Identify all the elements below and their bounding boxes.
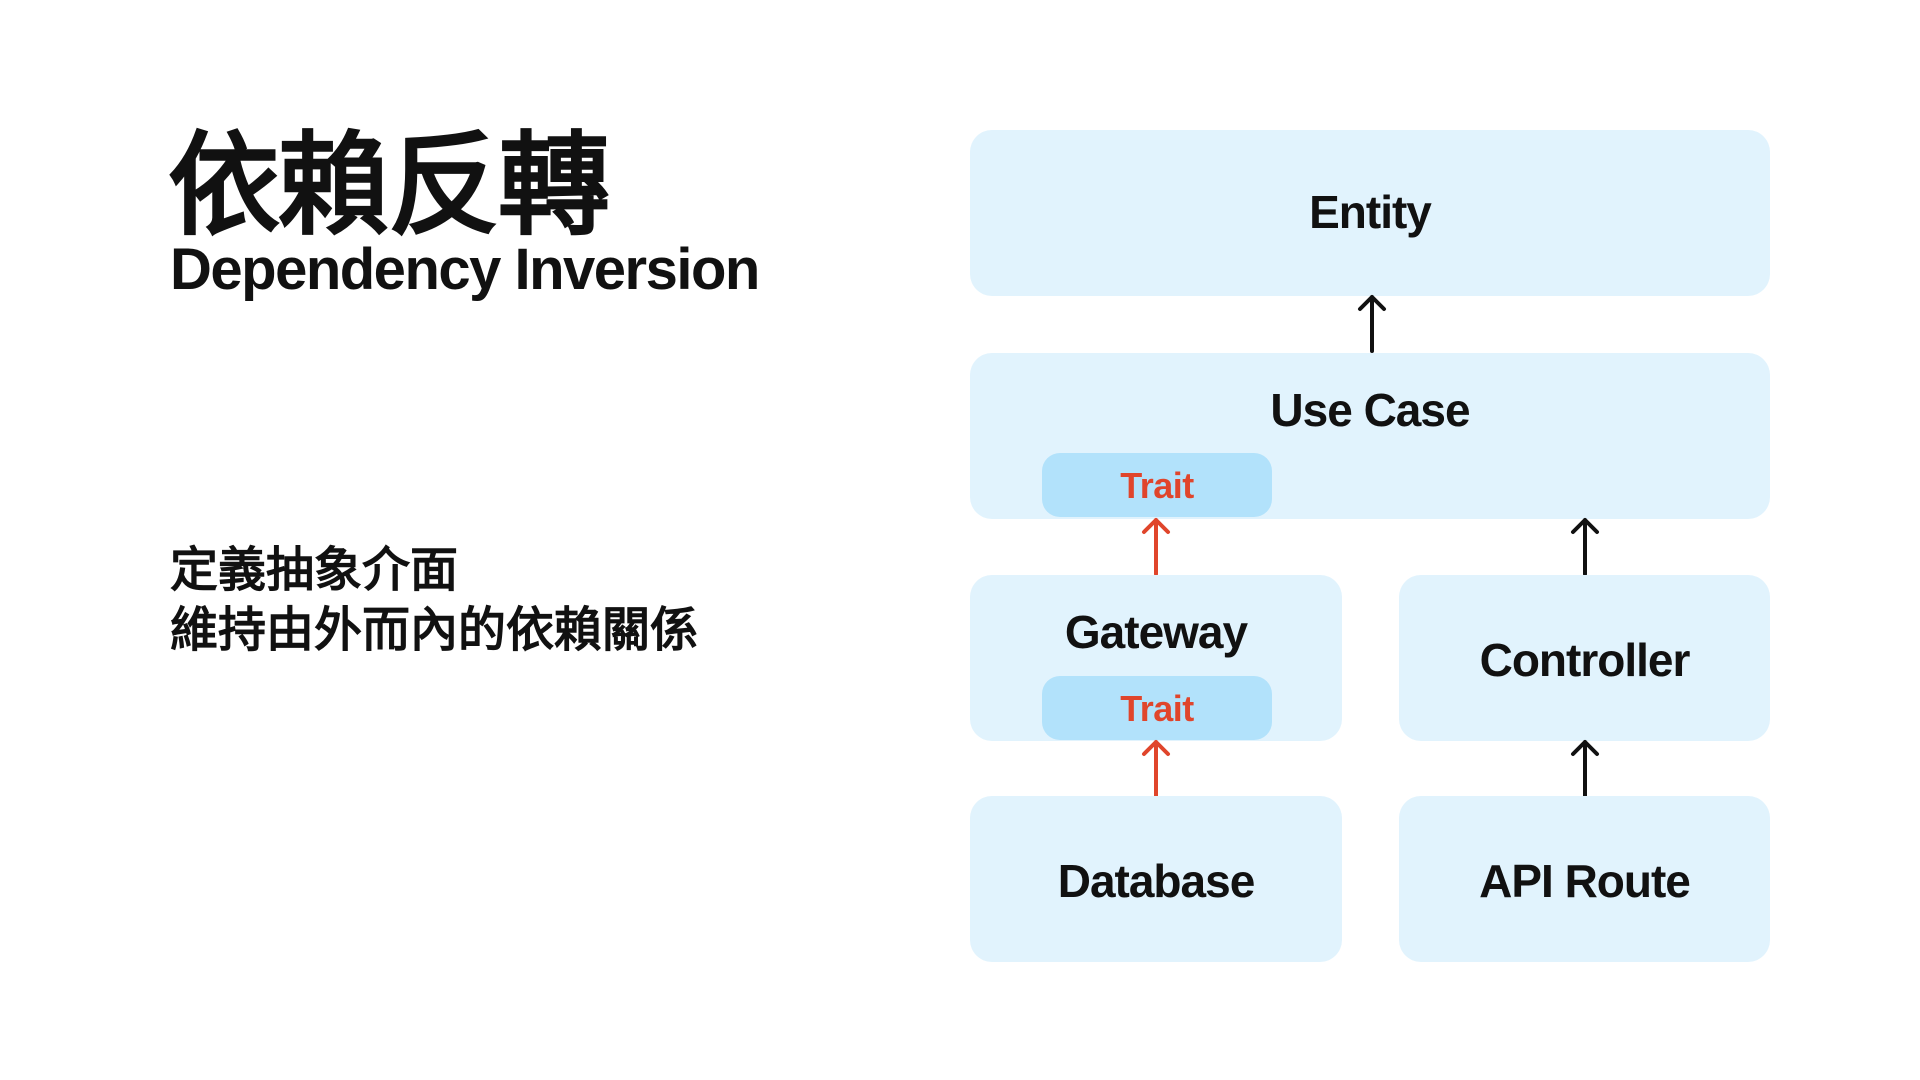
api-route-label: API Route — [1479, 855, 1691, 907]
description: 定義抽象介面 維持由外而內的依賴關係 — [170, 540, 698, 660]
api-route-box: API Route — [1399, 796, 1770, 962]
use-case-label: Use Case — [1270, 384, 1470, 436]
description-line-1: 定義抽象介面 — [170, 542, 459, 598]
gateway-box: Gateway Trait — [970, 575, 1342, 741]
gateway-trait-box: Trait — [1042, 676, 1272, 740]
gateway-label: Gateway — [1064, 606, 1248, 658]
arrow-up-icon — [1571, 518, 1599, 576]
description-line-2: 維持由外而內的依賴關係 — [170, 602, 699, 658]
use-case-trait-label: Trait — [1120, 465, 1194, 506]
use-case-trait-box: Trait — [1042, 453, 1272, 517]
page-subtitle: Dependency Inversion — [170, 237, 760, 302]
use-case-box: Use Case Trait — [970, 353, 1770, 519]
arrow-up-red-icon — [1142, 518, 1170, 576]
database-label: Database — [1057, 855, 1256, 907]
arrow-up-icon — [1571, 740, 1599, 798]
arrow-up-red-icon — [1142, 740, 1170, 798]
page-title: 依賴反轉 — [168, 121, 610, 251]
database-box: Database — [970, 796, 1342, 962]
controller-box: Controller — [1399, 575, 1770, 741]
gateway-trait-label: Trait — [1120, 688, 1194, 729]
arrow-up-icon — [1358, 295, 1386, 353]
entity-box: Entity — [970, 130, 1770, 296]
controller-label: Controller — [1479, 634, 1691, 686]
entity-label: Entity — [1309, 186, 1432, 238]
